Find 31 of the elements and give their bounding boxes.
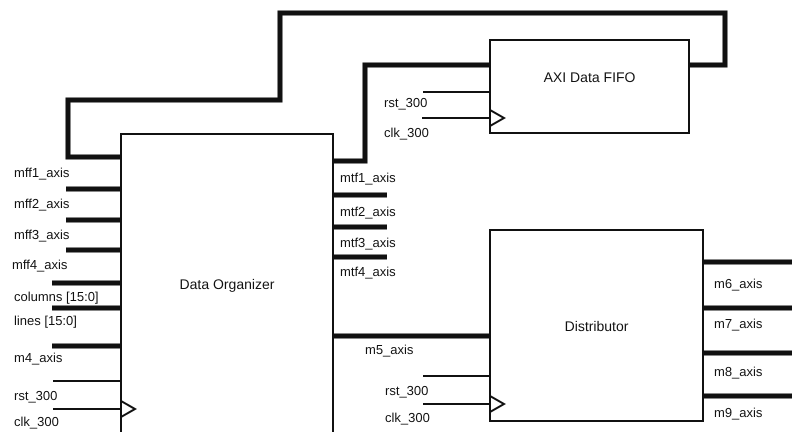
port-label: mtf4_axis [340, 264, 396, 279]
bus-connector [66, 10, 728, 160]
bus-connector [334, 62, 489, 164]
port-label: m6_axis [714, 276, 762, 291]
port-label: mff1_axis [14, 165, 70, 180]
module-block [489, 229, 704, 422]
module-name: Data Organizer [180, 276, 274, 292]
module-block [489, 39, 690, 134]
module-block [120, 133, 334, 432]
port-label: columns [15:0] [14, 289, 99, 304]
port-label: mtf2_axis [340, 204, 396, 219]
port-label: m9_axis [714, 405, 762, 420]
edge-label: m5_axis [365, 342, 414, 357]
port-label: m8_axis [714, 364, 762, 379]
port-label: rst_300 [385, 383, 428, 398]
port-label: clk_300 [384, 125, 429, 140]
port-label: lines [15:0] [14, 313, 77, 328]
port-label: mff2_axis [14, 196, 70, 211]
port-label: mtf1_axis [340, 170, 396, 185]
port-label: clk_300 [14, 414, 59, 429]
bus-connector [334, 334, 489, 338]
module-name: Distributor [564, 318, 628, 334]
port-label: mtf3_axis [340, 235, 396, 250]
port-label: mff4_axis [12, 257, 68, 272]
port-label: m7_axis [714, 316, 762, 331]
port-label: clk_300 [385, 410, 430, 425]
port-label: m4_axis [14, 350, 62, 365]
port-label: rst_300 [384, 95, 428, 110]
port-label: rst_300 [14, 388, 58, 403]
module-name: AXI Data FIFO [544, 69, 636, 85]
port-label: mff3_axis [14, 227, 70, 242]
